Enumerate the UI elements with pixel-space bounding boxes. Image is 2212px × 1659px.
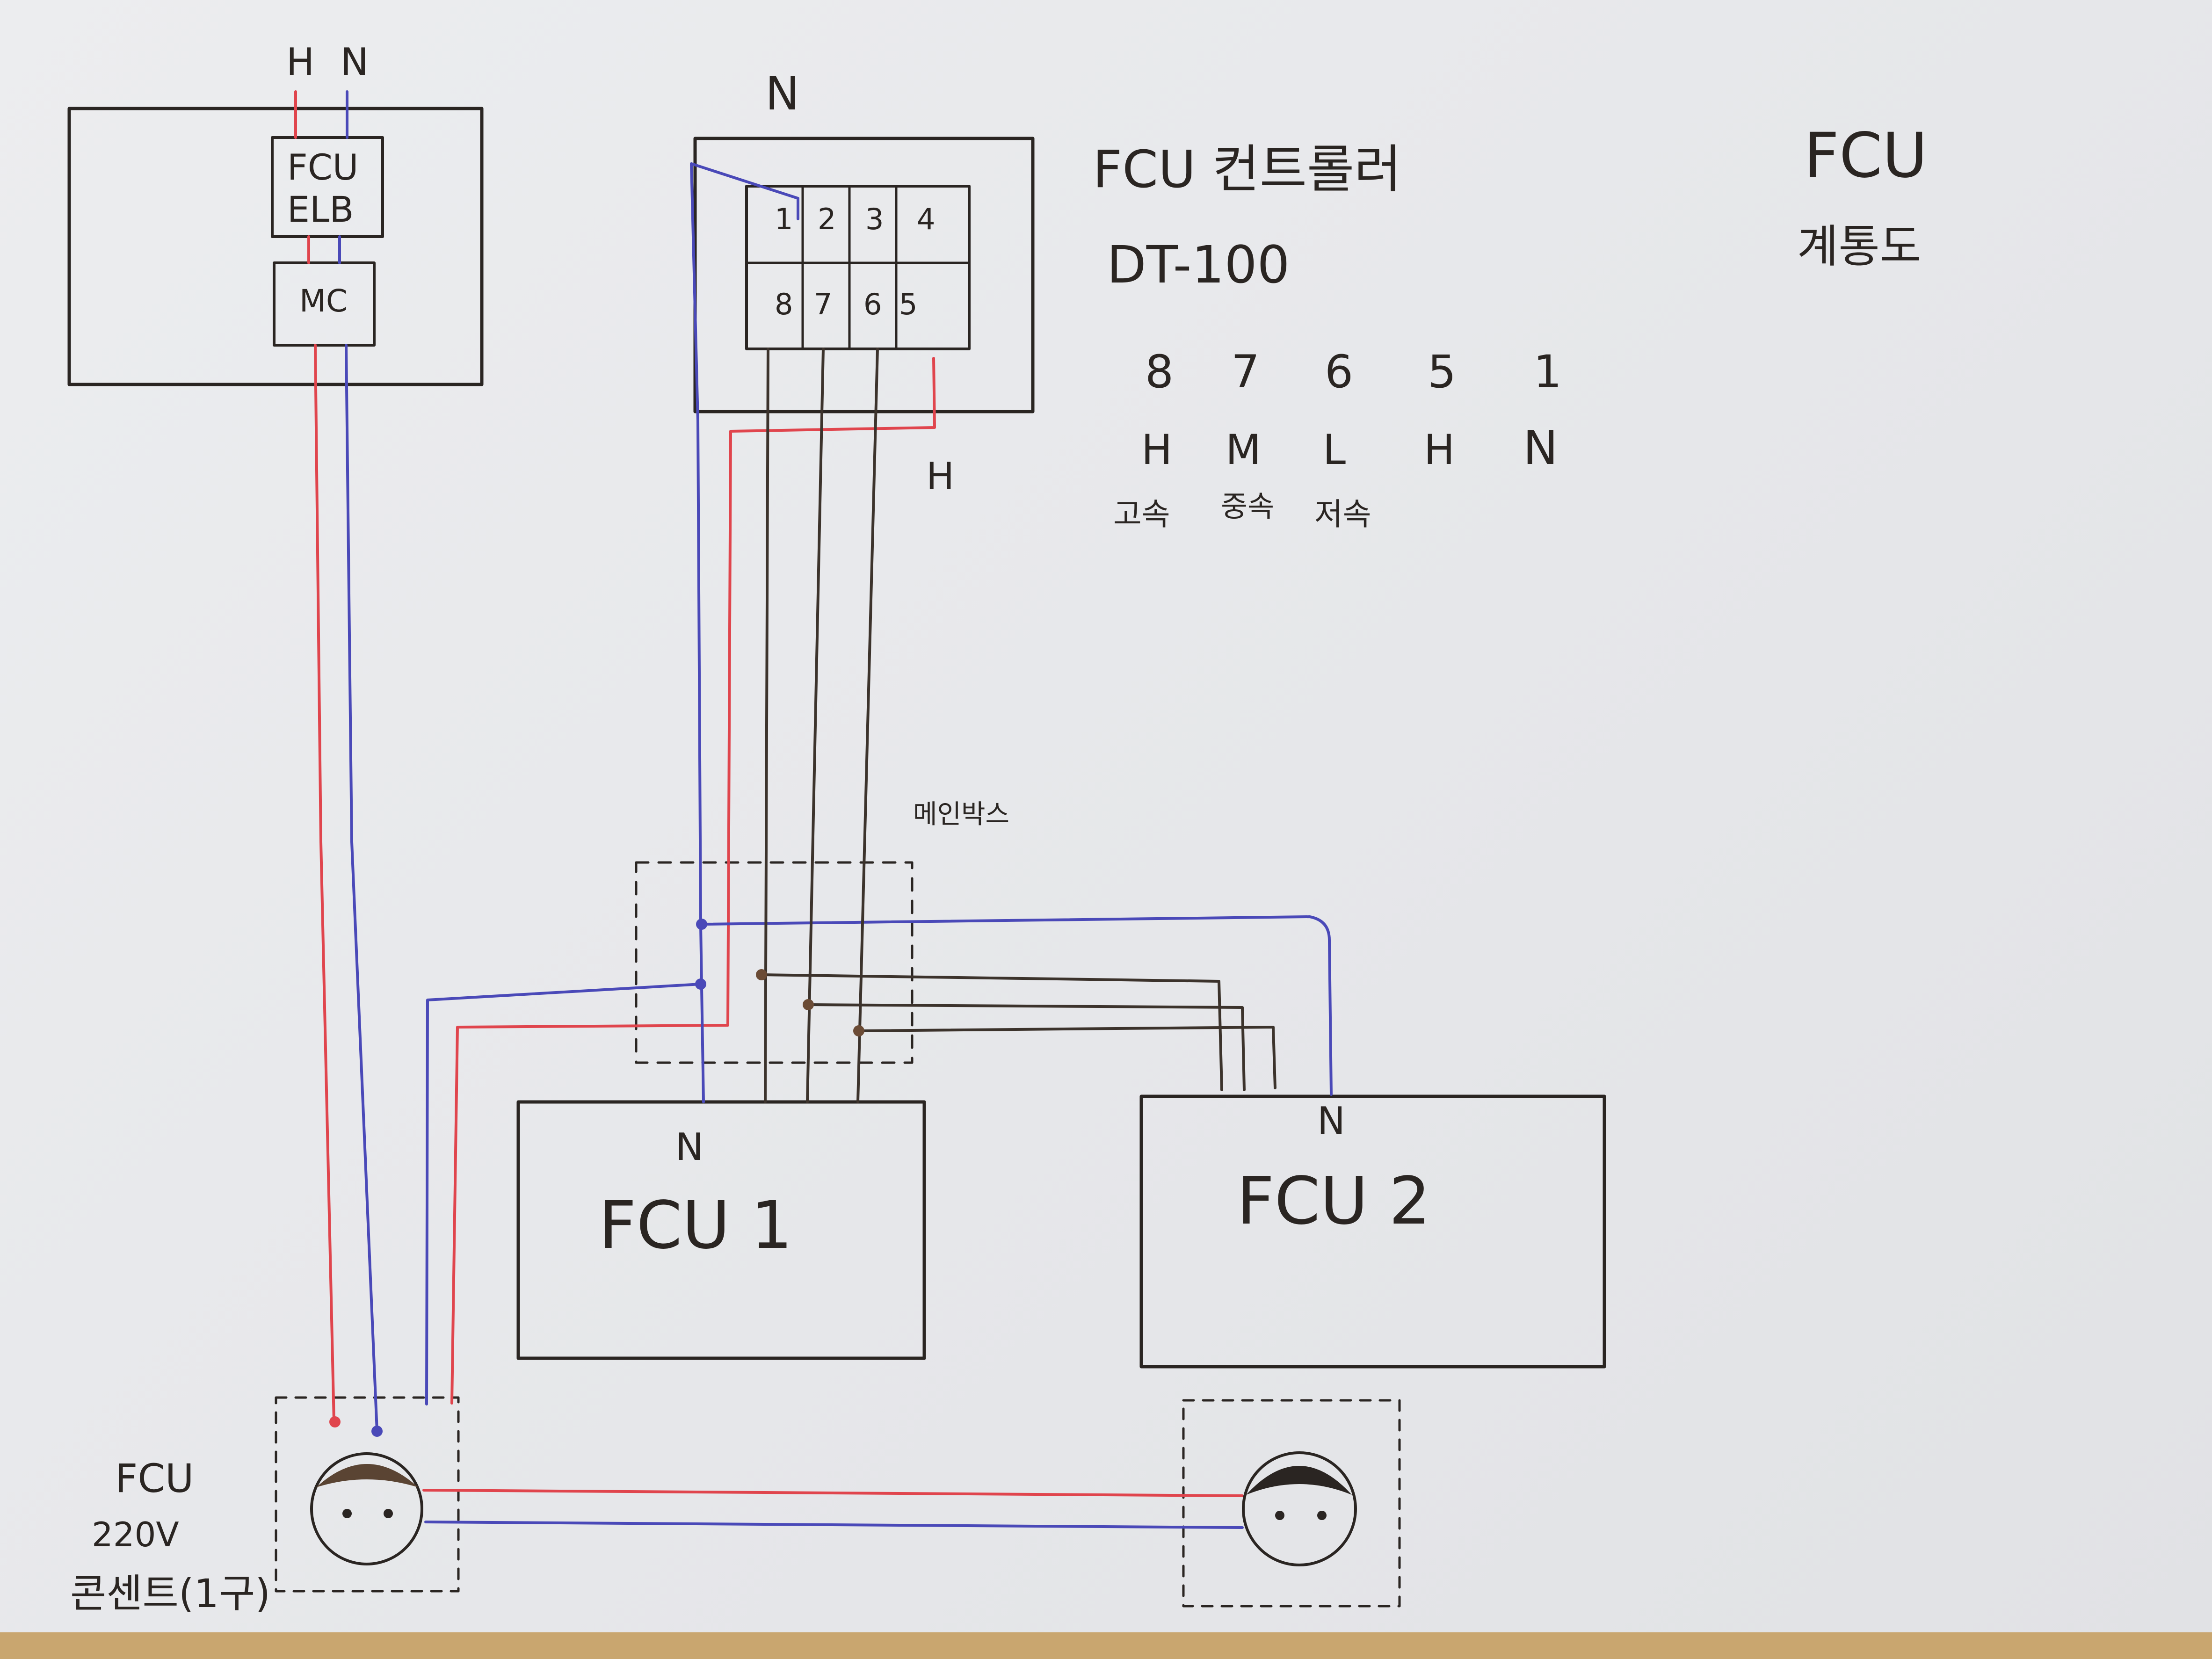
hot-wire-outlet-link xyxy=(422,1489,1244,1497)
elb-label-line2: ELB xyxy=(287,188,354,230)
fcu1-name: FCU 1 xyxy=(599,1188,792,1264)
terminal-3: 3 xyxy=(865,202,884,236)
legend-signal-m: M xyxy=(1226,426,1261,474)
legend-number-5: 5 xyxy=(1428,346,1456,398)
neutral-splice-dot xyxy=(696,919,707,930)
elb-breaker-box xyxy=(271,136,384,238)
neutral-splice-dot xyxy=(371,1426,383,1437)
junction-dots xyxy=(329,919,864,1437)
junction-box xyxy=(635,861,914,1064)
neutral-wire-supply xyxy=(338,90,378,1433)
terminal-7: 7 xyxy=(814,287,832,321)
legend-signal-h: H xyxy=(1141,426,1172,474)
title-line1: FCU xyxy=(1804,120,1928,192)
neutral-wire-outlet-link xyxy=(424,1521,1244,1529)
legend-number-8: 8 xyxy=(1145,346,1174,398)
outlet-left-shading xyxy=(316,1464,418,1487)
fcu2-unit-box xyxy=(1139,1094,1606,1369)
terminal-4: 4 xyxy=(917,202,935,236)
signal-splice-dot xyxy=(756,969,767,980)
terminal-2: 2 xyxy=(818,202,836,236)
terminal-1: 1 xyxy=(775,202,793,236)
outlet-label-line1: FCU xyxy=(115,1456,194,1501)
signal-branch-high-fcu2 xyxy=(760,973,1223,1091)
fcu2-n-label: N xyxy=(1317,1099,1345,1143)
junction-box-label: 메인박스 xyxy=(913,799,1009,830)
controller-n-label: N xyxy=(765,67,799,121)
outlet-left-pin xyxy=(342,1509,352,1518)
signal-wire-low xyxy=(856,348,879,1103)
outlet-box-right xyxy=(1182,1399,1401,1608)
terminal-6: 6 xyxy=(863,287,882,321)
outlet-label-line3: 콘센트(1구) xyxy=(70,1571,270,1616)
mc-label: MC xyxy=(299,283,348,319)
outlet-right xyxy=(1242,1451,1357,1566)
hot-splice-dot xyxy=(329,1416,341,1427)
outlet-right-face xyxy=(1242,1451,1357,1566)
outlet-right-pin xyxy=(1275,1511,1284,1520)
distribution-panel xyxy=(67,107,484,386)
outlet-box-left xyxy=(275,1396,460,1593)
fcu1-n-label: N xyxy=(675,1125,703,1169)
signal-branch-low-fcu2 xyxy=(857,1026,1276,1089)
legend-signal-n: N xyxy=(1523,420,1558,475)
neutral-splice-dot xyxy=(695,978,706,990)
outlet-right-shading xyxy=(1246,1466,1352,1495)
signal-wire-mid xyxy=(806,348,825,1103)
legend-number-1: 1 xyxy=(1533,346,1562,398)
signal-splice-dot xyxy=(853,1025,864,1036)
controller-name: FCU 컨트롤러 xyxy=(1093,139,1401,199)
elb-label-line1: FCU xyxy=(287,146,358,188)
outlet-label-line2: 220V xyxy=(92,1515,179,1554)
terminal-8: 8 xyxy=(775,287,793,321)
supply-h-label: H xyxy=(286,40,314,84)
supply-n-label: N xyxy=(341,40,369,84)
legend-speed-low: 저속 xyxy=(1314,496,1371,532)
signal-branch-mid-fcu2 xyxy=(807,1003,1246,1091)
legend-number-6: 6 xyxy=(1325,346,1353,398)
legend-speed-mid: 중속 xyxy=(1221,489,1274,523)
outlet-right-pin xyxy=(1317,1511,1327,1520)
mc-contactor-box xyxy=(273,261,376,347)
hot-wire-supply xyxy=(294,90,335,1423)
controller-model: DT-100 xyxy=(1107,235,1290,295)
terminal-block xyxy=(745,185,971,350)
legend-signal-h-hot: H xyxy=(1424,426,1455,474)
legend-number-7: 7 xyxy=(1231,346,1260,398)
neutral-wire-fcu2 xyxy=(700,915,1333,1096)
legend-signal-l: L xyxy=(1323,426,1346,474)
hot-wire-to-junction xyxy=(450,357,936,1405)
controller-h-label: H xyxy=(926,455,954,498)
signal-splice-dot xyxy=(803,999,814,1010)
outlet-left-pin xyxy=(384,1509,393,1518)
signal-wire-high xyxy=(764,348,769,1103)
title-line2: 계통도 xyxy=(1797,220,1921,273)
outlet-left xyxy=(310,1452,423,1565)
terminal-5: 5 xyxy=(899,287,917,321)
fcu1-unit-box xyxy=(516,1100,926,1360)
neutral-wire-to-junction xyxy=(425,983,702,1405)
legend-speed-high: 고속 xyxy=(1113,496,1170,532)
fcu2-name: FCU 2 xyxy=(1237,1163,1430,1239)
outlet-left-face xyxy=(310,1452,423,1565)
